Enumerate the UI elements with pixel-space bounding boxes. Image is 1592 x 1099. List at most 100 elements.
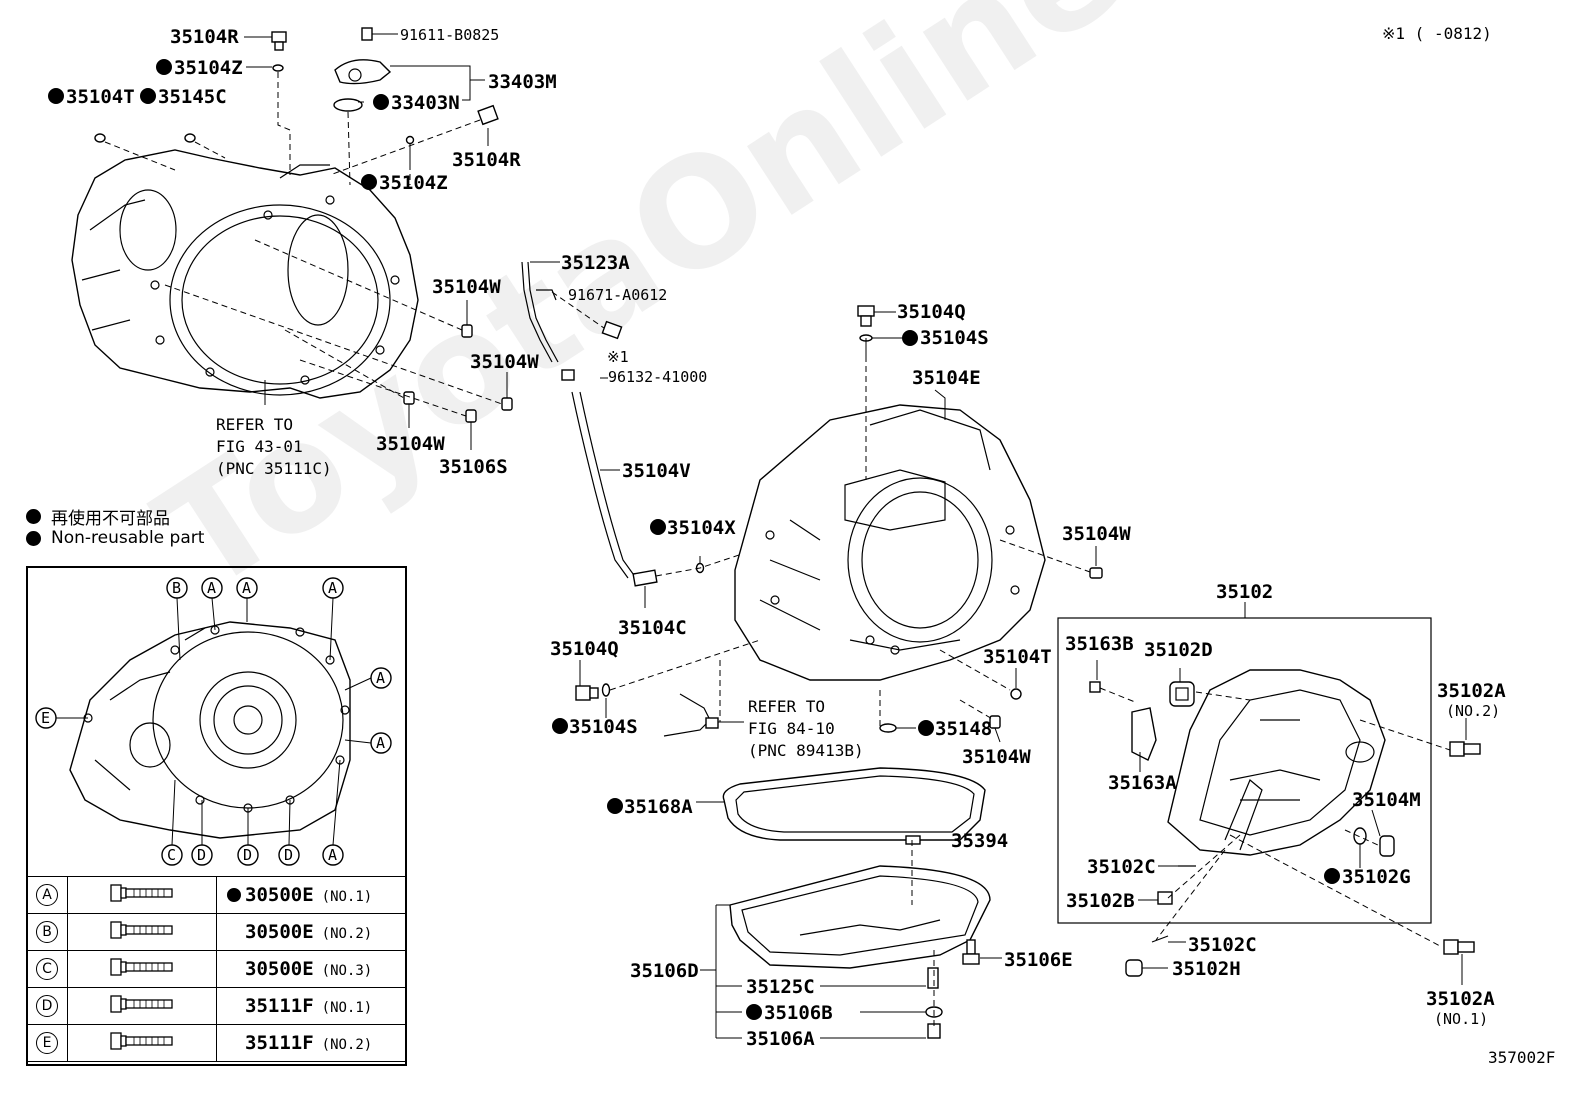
label-35102A-no1[interactable]: 35102A bbox=[1426, 988, 1495, 1010]
label-35104T-top[interactable]: 35104T bbox=[66, 86, 135, 108]
label-35104W-b[interactable]: 35104W bbox=[470, 351, 539, 373]
bracket-35163A[interactable] bbox=[1131, 707, 1157, 761]
bolt-91611[interactable] bbox=[361, 27, 373, 41]
label-35104S-left[interactable]: 35104S bbox=[569, 716, 638, 738]
plug-35104Q-top[interactable] bbox=[857, 305, 875, 327]
bolt-part-cell[interactable]: 30500E(NO.3) bbox=[216, 950, 407, 988]
label-35104E[interactable]: 35104E bbox=[912, 367, 981, 389]
o-ring-35148[interactable] bbox=[879, 723, 897, 733]
bolt-part-number[interactable]: 35111F bbox=[245, 1032, 314, 1054]
label-35106B[interactable]: 35106B bbox=[764, 1002, 833, 1024]
label-35104R-top[interactable]: 35104R bbox=[170, 26, 239, 48]
label-35102D[interactable]: 35102D bbox=[1144, 639, 1213, 661]
label-35104M[interactable]: 35104M bbox=[1352, 789, 1421, 811]
transmission-case-35104E[interactable] bbox=[734, 404, 1046, 681]
pin-35106S[interactable] bbox=[465, 409, 477, 423]
label-96132-41000[interactable]: 96132-41000 bbox=[608, 368, 707, 386]
label-35106E[interactable]: 35106E bbox=[1004, 949, 1073, 971]
bearing-35102D[interactable] bbox=[1169, 681, 1195, 707]
label-35394[interactable]: 35394 bbox=[951, 830, 1008, 852]
label-35106D[interactable]: 35106D bbox=[630, 960, 699, 982]
label-35106A[interactable]: 35106A bbox=[746, 1028, 815, 1050]
bolt-part-number[interactable]: 30500E bbox=[245, 884, 314, 906]
gasket-35168A[interactable] bbox=[722, 767, 986, 841]
bolt-part-cell[interactable]: 35111F(NO.2) bbox=[216, 1024, 407, 1062]
plug-35102H[interactable] bbox=[1125, 959, 1143, 977]
transaxle-case[interactable] bbox=[71, 149, 419, 399]
bolt-part-cell[interactable]: 35111F(NO.1) bbox=[216, 987, 407, 1025]
o-ring-35104S-left[interactable] bbox=[601, 683, 611, 697]
label-91671-A0612[interactable]: 91671-A0612 bbox=[568, 286, 667, 304]
label-35148[interactable]: 35148 bbox=[935, 718, 992, 740]
label-35104Q-top[interactable]: 35104Q bbox=[897, 301, 966, 323]
oil-filler-tube-35104V[interactable] bbox=[571, 391, 637, 579]
plug-35104Q-left[interactable] bbox=[575, 685, 599, 701]
seal-35104T-top[interactable] bbox=[94, 133, 106, 143]
label-91611-B0825[interactable]: 91611-B0825 bbox=[400, 26, 499, 44]
label-35104W-a[interactable]: 35104W bbox=[432, 276, 501, 298]
clamp-96132[interactable] bbox=[561, 369, 575, 381]
label-35102[interactable]: 35102 bbox=[1216, 581, 1273, 603]
o-ring-35104T-right[interactable] bbox=[1010, 688, 1022, 700]
oil-filler-tube-35123A[interactable] bbox=[521, 261, 559, 363]
label-35163A[interactable]: 35163A bbox=[1108, 772, 1177, 794]
bolt-part-number[interactable]: 30500E bbox=[245, 921, 314, 943]
pin-35102C-b[interactable] bbox=[1151, 935, 1169, 943]
o-ring-35104Z-top[interactable] bbox=[272, 64, 284, 72]
label-35125C[interactable]: 35125C bbox=[746, 976, 815, 998]
bolt-35102A-no2[interactable] bbox=[1449, 741, 1481, 757]
seal-35145C[interactable] bbox=[184, 133, 196, 143]
label-35104Z-top[interactable]: 35104Z bbox=[174, 57, 243, 79]
bolt-part-number[interactable]: 35111F bbox=[245, 995, 314, 1017]
label-35104X[interactable]: 35104X bbox=[667, 517, 736, 539]
o-ring-35104Z-right[interactable] bbox=[405, 135, 415, 145]
bolt-part-number[interactable]: 30500E bbox=[245, 958, 314, 980]
bolt-35106E[interactable] bbox=[962, 939, 980, 965]
plug-35104R-right[interactable] bbox=[477, 104, 499, 126]
label-35123A[interactable]: 35123A bbox=[561, 252, 630, 274]
label-35104W-c[interactable]: 35104W bbox=[376, 433, 445, 455]
label-35102G[interactable]: 35102G bbox=[1342, 866, 1411, 888]
label-35163B[interactable]: 35163B bbox=[1065, 633, 1134, 655]
label-35102C-a[interactable]: 35102C bbox=[1087, 856, 1156, 878]
bolt-35163B[interactable] bbox=[1089, 681, 1101, 693]
label-35168A[interactable]: 35168A bbox=[624, 796, 693, 818]
oil-pan-35106D[interactable] bbox=[729, 865, 991, 969]
label-35102C-b[interactable]: 35102C bbox=[1188, 934, 1257, 956]
bolt-35102B[interactable] bbox=[1157, 891, 1173, 905]
label-35104C[interactable]: 35104C bbox=[618, 617, 687, 639]
pin-35104W-a[interactable] bbox=[461, 324, 473, 338]
bolt-part-cell[interactable]: 30500E(NO.2) bbox=[216, 913, 407, 951]
pin-35104W-b[interactable] bbox=[501, 397, 513, 411]
label-35104Z-right[interactable]: 35104Z bbox=[379, 172, 448, 194]
label-35104W-e[interactable]: 35104W bbox=[962, 746, 1031, 768]
label-35104W-d[interactable]: 35104W bbox=[1062, 523, 1131, 545]
label-35106S[interactable]: 35106S bbox=[439, 456, 508, 478]
label-35102A-no2[interactable]: 35102A bbox=[1437, 680, 1506, 702]
label-33403N[interactable]: 33403N bbox=[391, 92, 460, 114]
label-33403M[interactable]: 33403M bbox=[488, 71, 557, 93]
label-35102B[interactable]: 35102B bbox=[1066, 890, 1135, 912]
label-35104R-right[interactable]: 35104R bbox=[452, 149, 521, 171]
o-ring-33403N[interactable] bbox=[333, 98, 363, 112]
label-35104S-top[interactable]: 35104S bbox=[920, 327, 989, 349]
label-35104T-right[interactable]: 35104T bbox=[983, 646, 1052, 668]
plug-35104M[interactable] bbox=[1379, 835, 1395, 857]
ref-fig-43-01-line2[interactable]: FIG 43-01 bbox=[216, 437, 303, 456]
seal-35102G[interactable] bbox=[1353, 827, 1367, 845]
pin-35104W-d[interactable] bbox=[1089, 567, 1103, 579]
bolt-35104R-top[interactable] bbox=[271, 31, 287, 51]
label-35104V[interactable]: 35104V bbox=[622, 460, 691, 482]
label-35145C[interactable]: 35145C bbox=[158, 86, 227, 108]
bolt-35102A-no1[interactable] bbox=[1443, 939, 1475, 955]
bolt-part-cell[interactable]: 30500E(NO.1) bbox=[216, 876, 407, 914]
sensor-33403M[interactable] bbox=[334, 59, 392, 85]
label-35102H[interactable]: 35102H bbox=[1172, 958, 1241, 980]
magnet-35394[interactable] bbox=[905, 835, 921, 845]
extension-housing-35102[interactable] bbox=[1167, 669, 1386, 856]
